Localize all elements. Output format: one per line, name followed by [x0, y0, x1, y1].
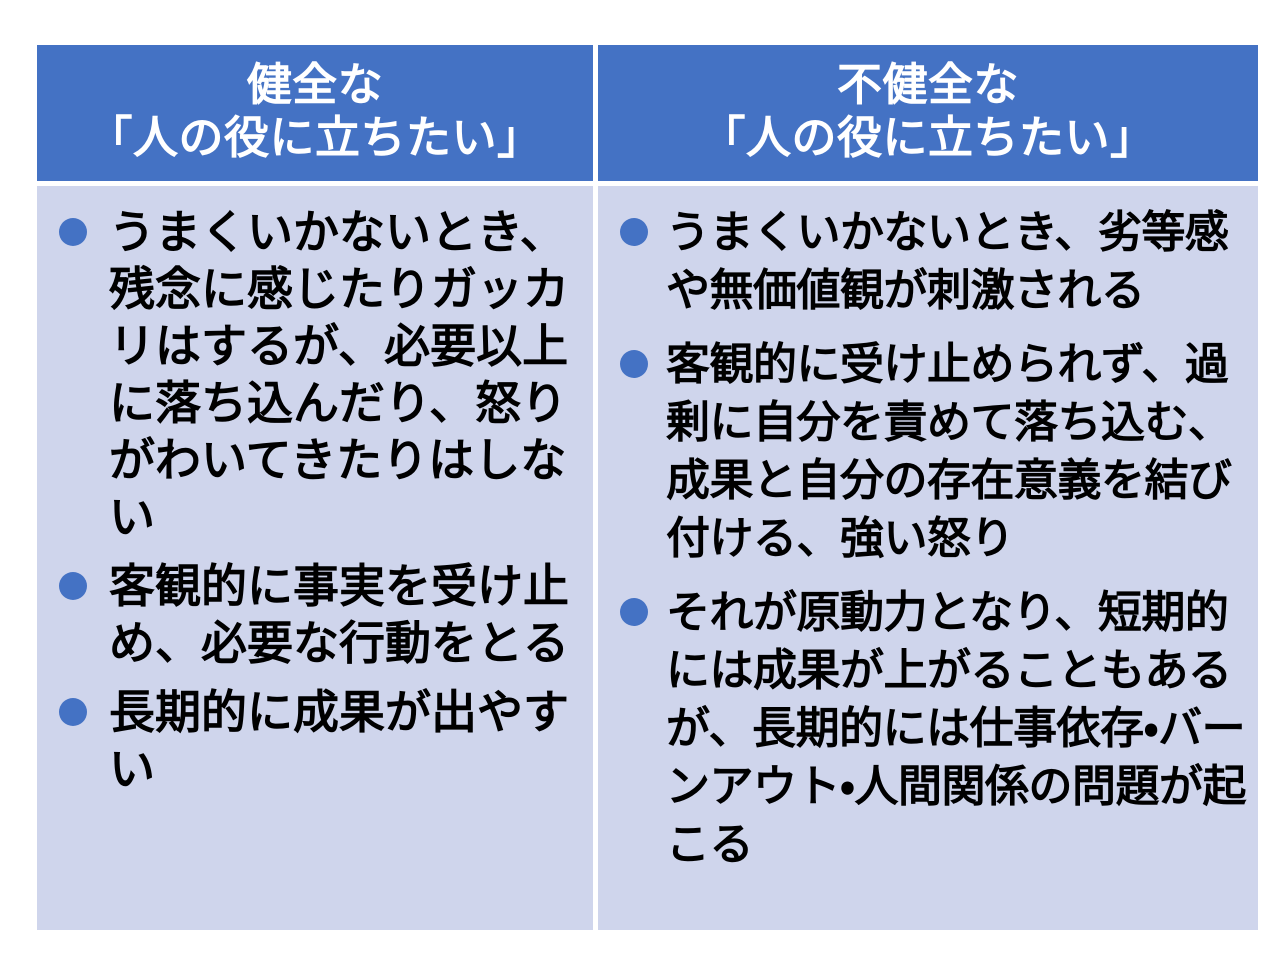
list-item: 客観的に受け止められず、過剰に自分を責めて落ち込む、成果と自分の存在意義を結び付…: [616, 336, 1250, 568]
table-body-row: うまくいかないとき、残念に感じたりガッカリはするが、必要以上に落ち込んだり、怒り…: [37, 186, 1258, 930]
bullet-list-healthy: うまくいかないとき、残念に感じたりガッカリはするが、必要以上に落ち込んだり、怒り…: [51, 204, 587, 798]
list-item: うまくいかないとき、残念に感じたりガッカリはするが、必要以上に落ち込んだり、怒り…: [51, 204, 587, 546]
list-item-text: それが原動力となり、短期的には成果が上がることもあるが、長期的には仕事依存・バー…: [666, 588, 1246, 869]
column-header-healthy-line1: 健全な: [246, 58, 384, 110]
column-body-unhealthy: うまくいかないとき、劣等感や無価値観が刺激される 客観的に受け止められず、過剰に…: [598, 186, 1258, 930]
column-body-healthy: うまくいかないとき、残念に感じたりガッカリはするが、必要以上に落ち込んだり、怒り…: [37, 186, 593, 930]
table-header-row: 健全な 「人の役に立ちたい」 不健全な 「人の役に立ちたい」: [37, 45, 1258, 181]
list-item: うまくいかないとき、劣等感や無価値観が刺激される: [616, 204, 1250, 320]
list-item-text: 長期的に成果が出やすい: [109, 686, 569, 795]
bullet-point-icon: [620, 598, 648, 626]
list-item: それが原動力となり、短期的には成果が上がることもあるが、長期的には仕事依存・バー…: [616, 584, 1250, 874]
bullet-point-icon: [59, 698, 87, 726]
list-item-text: うまくいかないとき、劣等感や無価値観が刺激される: [666, 208, 1229, 315]
bullet-point-icon: [620, 350, 648, 378]
column-header-unhealthy: 不健全な 「人の役に立ちたい」: [598, 45, 1258, 181]
list-item-text: うまくいかないとき、残念に感じたりガッカリはするが、必要以上に落ち込んだり、怒り…: [109, 206, 569, 543]
column-header-healthy-line2: 「人の役に立ちたい」: [87, 112, 543, 163]
bullet-point-icon: [59, 218, 87, 246]
bullet-list-unhealthy: うまくいかないとき、劣等感や無価値観が刺激される 客観的に受け止められず、過剰に…: [616, 204, 1250, 874]
list-item-text: 客観的に事実を受け止め、必要な行動をとる: [109, 560, 569, 669]
list-item: 長期的に成果が出やすい: [51, 684, 587, 798]
column-header-unhealthy-line1: 不健全な: [836, 58, 1019, 110]
list-item-text: 客観的に受け止められず、過剰に自分を責めて落ち込む、成果と自分の存在意義を結び付…: [666, 340, 1232, 563]
list-item: 客観的に事実を受け止め、必要な行動をとる: [51, 558, 587, 672]
bullet-point-icon: [620, 218, 648, 246]
comparison-table: 健全な 「人の役に立ちたい」 不健全な 「人の役に立ちたい」 うまくいかないとき…: [37, 45, 1258, 930]
column-header-healthy: 健全な 「人の役に立ちたい」: [37, 45, 593, 181]
bullet-point-icon: [59, 572, 87, 600]
column-header-unhealthy-line2: 「人の役に立ちたい」: [700, 112, 1156, 163]
